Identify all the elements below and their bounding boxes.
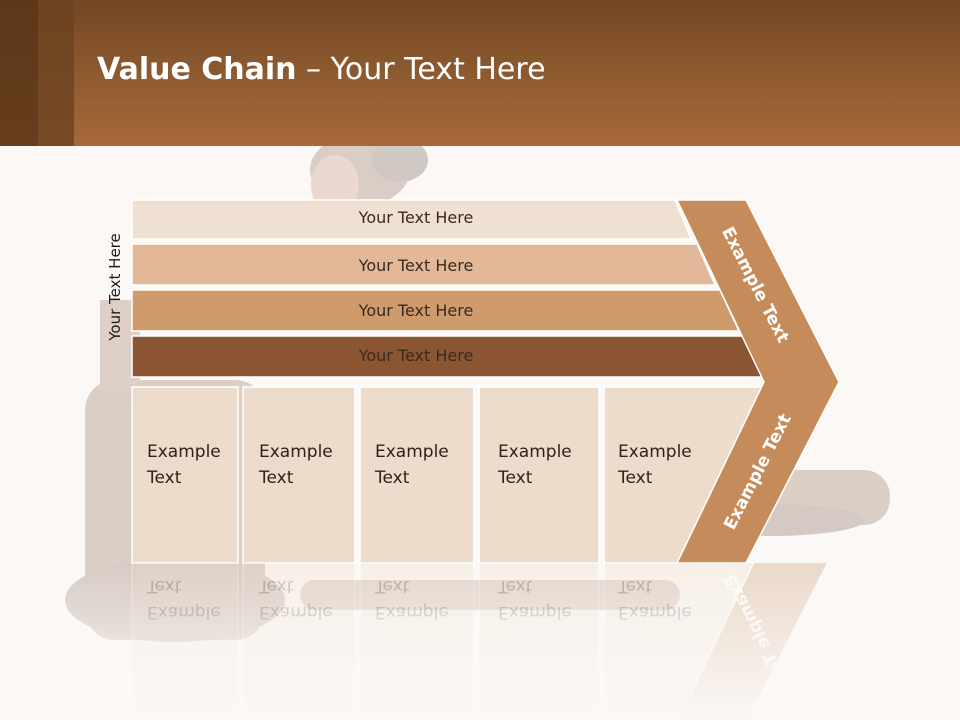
bar-4-label: Your Text Here xyxy=(358,346,474,365)
bar-1 xyxy=(131,199,693,240)
title-bold: Value Chain xyxy=(97,52,297,87)
bar-2-label: Your Text Here xyxy=(358,256,474,275)
reflection-fade xyxy=(0,563,960,720)
slide-title: Value Chain – Your Text Here xyxy=(97,52,546,87)
bar-3-label: Your Text Here xyxy=(358,301,474,320)
bar-1-label: Your Text Here xyxy=(358,208,474,227)
box-4 xyxy=(478,386,600,564)
box-1 xyxy=(131,386,239,564)
header-band: Value Chain – Your Text Here xyxy=(0,0,960,146)
header-accent-strip xyxy=(38,0,74,146)
title-rest: – Your Text Here xyxy=(296,52,546,87)
box-3 xyxy=(359,386,475,564)
header-accent-strip xyxy=(0,0,38,146)
bar-2 xyxy=(131,243,717,286)
